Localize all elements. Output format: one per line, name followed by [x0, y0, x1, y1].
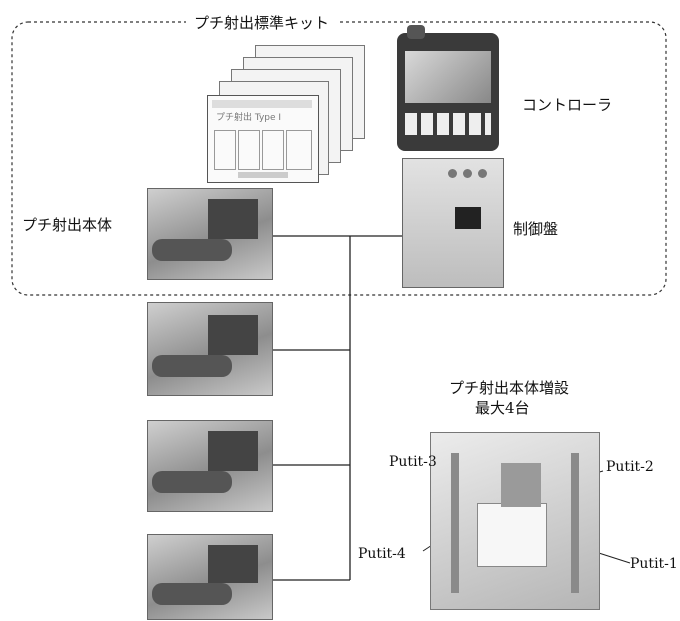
kit-boundary — [11, 21, 667, 296]
kit-title: プチ射出標準キット — [186, 12, 338, 33]
putit-4-label: Putit-4 — [358, 546, 406, 562]
putit-1-label: Putit-1 — [630, 556, 678, 572]
putit-2-label: Putit-2 — [606, 459, 654, 475]
screen-front: プチ射出 Type I — [207, 95, 319, 183]
expansion-unit-photo-1 — [147, 302, 273, 396]
control-panel-device — [402, 158, 504, 288]
putit-3-label: Putit-3 — [389, 454, 437, 470]
expansion-subtitle: 最大4台 — [475, 399, 530, 417]
expansion-machine-photo — [430, 432, 600, 610]
main-unit-label: プチ射出本体 — [22, 216, 113, 234]
screen-stack: プチ射出 Type I — [205, 45, 365, 185]
expansion-unit-photo-2 — [147, 420, 273, 512]
screen-title: プチ射出 Type I — [216, 113, 282, 123]
main-unit-photo — [147, 188, 273, 280]
expansion-title: プチ射出本体増設 — [449, 379, 570, 397]
controller-device — [397, 25, 499, 151]
control-panel-label: 制御盤 — [513, 220, 559, 238]
expansion-unit-photo-3 — [147, 534, 273, 620]
controller-label: コントローラ — [522, 96, 613, 114]
